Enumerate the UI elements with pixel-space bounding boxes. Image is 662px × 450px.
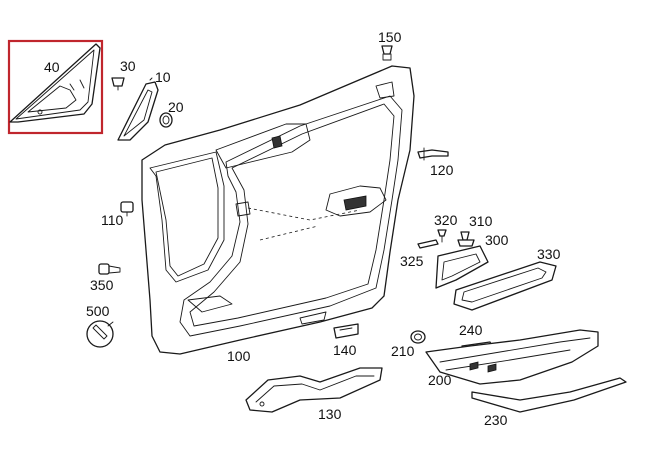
part-label-350[interactable]: 350 — [90, 277, 114, 293]
part-label-100[interactable]: 100 — [227, 348, 251, 364]
part-label-330[interactable]: 330 — [537, 246, 561, 262]
clip-150[interactable] — [381, 45, 393, 61]
triangle-cover[interactable] — [117, 77, 159, 141]
clip-325[interactable] — [417, 239, 439, 249]
part-label-150[interactable]: 150 — [378, 29, 402, 45]
part-label-10[interactable]: 10 — [155, 69, 171, 85]
screw-320[interactable] — [437, 229, 447, 243]
armrest-strip[interactable] — [471, 377, 627, 413]
part-label-210[interactable]: 210 — [391, 343, 415, 359]
part-label-130[interactable]: 130 — [318, 406, 342, 422]
part-label-40[interactable]: 40 — [44, 59, 60, 75]
part-label-20[interactable]: 20 — [168, 99, 184, 115]
part-label-140[interactable]: 140 — [333, 342, 357, 358]
part-label-320[interactable]: 320 — [434, 212, 458, 228]
mirror-triangle-trim[interactable] — [7, 39, 104, 135]
grommet-110[interactable] — [120, 201, 134, 217]
part-label-110[interactable]: 110 — [101, 212, 124, 228]
highlight-box — [7, 39, 104, 135]
part-label-240[interactable]: 240 — [459, 322, 483, 338]
light-140[interactable] — [333, 323, 359, 339]
clip-210[interactable] — [410, 330, 426, 344]
part-label-120[interactable]: 120 — [430, 162, 454, 178]
lower-pocket[interactable] — [245, 367, 383, 413]
clip-300[interactable] — [457, 239, 475, 247]
part-label-325[interactable]: 325 — [400, 253, 424, 269]
part-label-500[interactable]: 500 — [86, 303, 110, 319]
part-label-300[interactable]: 300 — [485, 232, 509, 248]
tweeter-grille[interactable] — [159, 112, 173, 128]
part-label-310[interactable]: 310 — [469, 213, 493, 229]
screw-350[interactable] — [98, 263, 121, 275]
tool-500[interactable] — [86, 320, 114, 348]
part-label-30[interactable]: 30 — [120, 58, 136, 74]
door-panel[interactable] — [141, 65, 415, 355]
armrest[interactable] — [425, 329, 599, 385]
part-label-200[interactable]: 200 — [428, 372, 452, 388]
clip-30[interactable] — [111, 77, 125, 91]
bracket-120[interactable] — [417, 147, 449, 161]
clip-310[interactable] — [460, 231, 470, 241]
part-label-230[interactable]: 230 — [484, 412, 508, 428]
handle-bezel[interactable] — [435, 245, 557, 311]
